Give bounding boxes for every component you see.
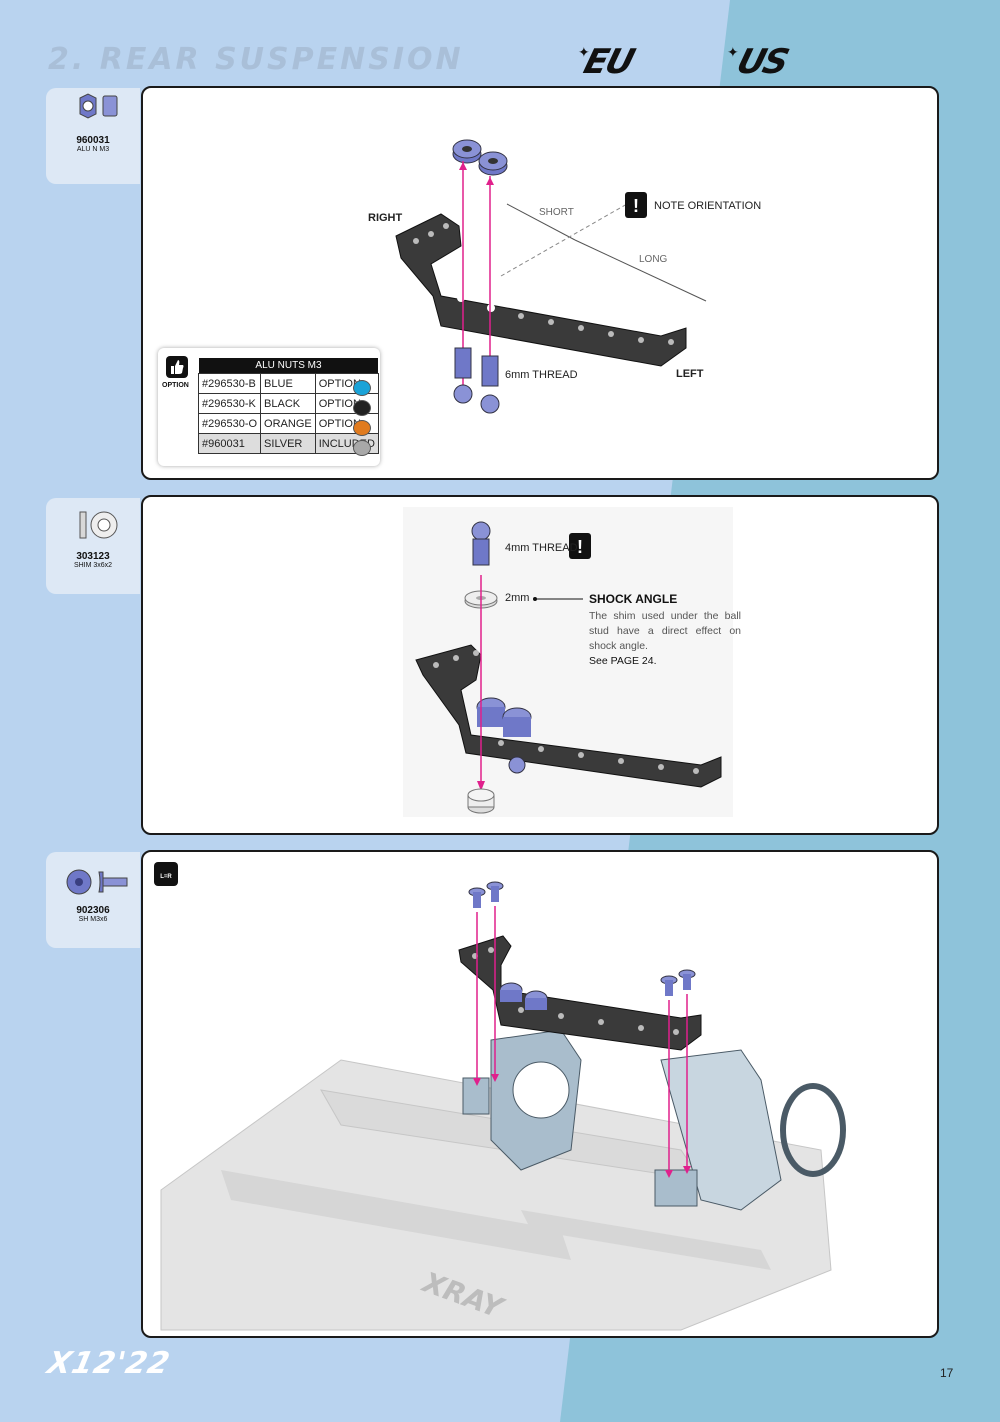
svg-text:!: ! (633, 196, 639, 216)
left-label: LEFT (676, 368, 704, 380)
screw-icon (486, 881, 504, 902)
shock-angle-desc: The shim used under the ball stud have a… (589, 610, 741, 652)
thread-label: 6mm THREAD (505, 369, 578, 381)
screw-icon (66, 869, 128, 895)
table-cell: SILVER (260, 433, 316, 454)
nut-swatch-blue (353, 380, 371, 396)
nut-swatch-black (353, 400, 371, 416)
step-2-diagram: ! (403, 507, 733, 817)
part-desc: SH M3x6 (78, 916, 108, 923)
star-icon: ✦ (727, 44, 739, 60)
step-3-diagram: XRAY (160, 881, 846, 1331)
option-icon-label: OPTION (162, 382, 189, 389)
part-number: 902306 (76, 905, 110, 916)
options-table: ALU NUTS M3 #296530-B BLUE OPTION #29653… (197, 358, 379, 454)
part-desc: ALU N M3 (76, 146, 110, 153)
thread-label: 4mm THREAD (505, 542, 578, 554)
table-cell: BLACK (260, 393, 316, 414)
warning-icon (569, 533, 591, 559)
alu-nut-icon (476, 697, 506, 727)
shock-angle-title: SHOCK ANGLE (589, 592, 678, 606)
thumbs-up-icon (166, 356, 188, 378)
nut-swatch-orange (353, 420, 371, 436)
screw-icon (660, 975, 678, 996)
part-tab-shim: 303123 SHIM 3x6x2 (46, 498, 140, 594)
option-box: OPTION ALU NUTS M3 #296530-B BLUE OPTION… (158, 348, 380, 466)
lr-icon-label: L=R (160, 874, 172, 880)
alu-nut-icon (502, 707, 532, 737)
left-equals-right-icon: L=R (154, 862, 178, 886)
table-row: #296530-K BLACK OPTION (197, 393, 379, 414)
see-page-link[interactable]: See PAGE 24. (589, 655, 657, 667)
note-orientation-label: NOTE ORIENTATION (654, 200, 762, 212)
page-number: 17 (940, 1366, 954, 1380)
part-tab-alu-nut: 960031 ALU N M3 (46, 88, 140, 184)
table-cell: BLUE (260, 373, 316, 394)
carbon-plate (458, 935, 702, 1051)
alu-nut-icon (524, 990, 548, 1010)
warning-icon (625, 192, 647, 218)
ball-stud-icon (480, 355, 500, 414)
nut-swatch-silver (353, 440, 371, 456)
alu-nut-icon (499, 982, 523, 1002)
shock-angle-text: The shim used under the ball stud have a… (589, 609, 741, 669)
part-number: 960031 (76, 135, 110, 146)
short-label: SHORT (539, 207, 574, 218)
table-row: #296530-O ORANGE OPTION (197, 413, 379, 434)
table-cell: ORANGE (260, 413, 316, 434)
footer-logo: X12'22 (44, 1346, 174, 1381)
alu-nut-icon (452, 139, 482, 164)
alu-nut-icon (467, 788, 495, 814)
table-cell: #296530-B (197, 373, 262, 394)
part-tab-screw: 902306 SH M3x6 (46, 852, 140, 948)
long-label: LONG (639, 254, 668, 265)
step-1-diagram: ! (395, 139, 707, 414)
right-label: RIGHT (368, 212, 403, 224)
ball-stud-icon (471, 521, 491, 566)
screw-icon (678, 969, 696, 990)
table-cell: #296530-O (197, 413, 262, 434)
star-icon: ✦ (578, 44, 590, 60)
ball-stud-icon (453, 347, 473, 404)
table-row: #960031 SILVER INCLUDED (197, 433, 379, 454)
mount-post (654, 1169, 698, 1207)
table-row: #296530-B BLUE OPTION (197, 373, 379, 394)
screw-icon (468, 887, 486, 908)
options-table-header: ALU NUTS M3 (198, 358, 379, 374)
part-number: 303123 (76, 551, 110, 562)
page-title: 2. REAR SUSPENSION (48, 42, 464, 77)
carbon-plate (415, 644, 722, 788)
svg-text:!: ! (577, 537, 583, 557)
table-cell: #296530-K (197, 393, 262, 414)
alu-nut-icon (79, 93, 118, 119)
carbon-plate (395, 213, 687, 367)
shim-size-label: 2mm (505, 592, 530, 604)
part-desc: SHIM 3x6x2 (73, 562, 113, 569)
table-cell: #960031 (197, 433, 262, 454)
shim-icon (79, 511, 118, 539)
alu-nut-icon (478, 151, 508, 176)
